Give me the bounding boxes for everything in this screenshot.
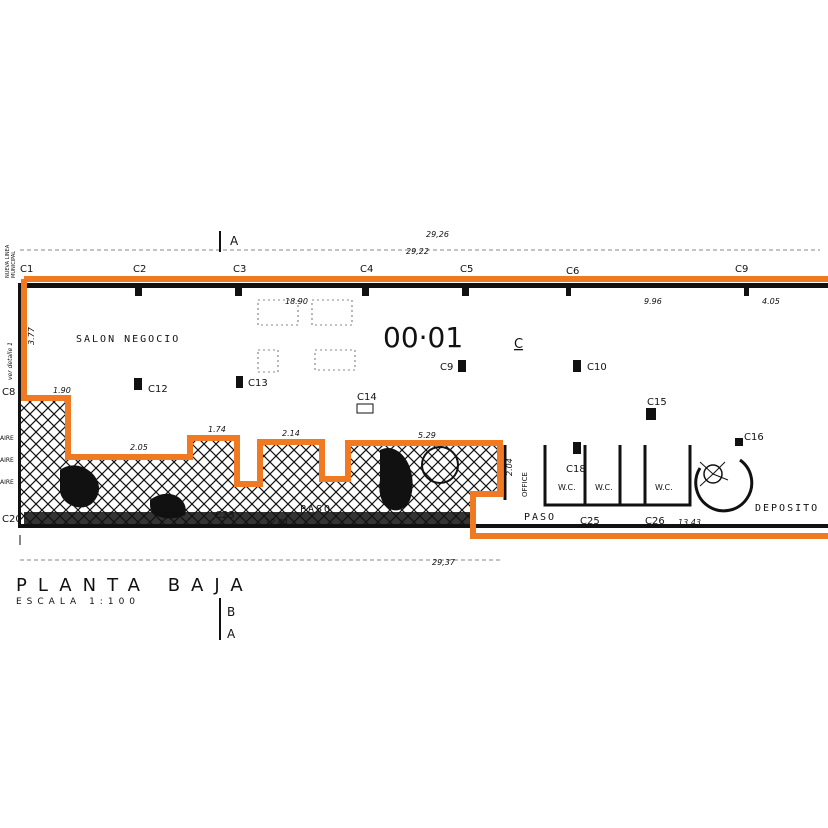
col-c23: C23 (215, 510, 235, 521)
dim-1343: 13.43 (678, 518, 701, 527)
dimension-bottom: 29,37 (19, 535, 500, 567)
col-c3: C3 (233, 264, 246, 275)
col-c25: C25 (580, 516, 600, 527)
col-c5: C5 (460, 264, 473, 275)
section-label-b: B (227, 605, 235, 619)
dim-214: 2.14 (282, 429, 300, 438)
building-walls (18, 283, 828, 528)
col-c2: C2 (133, 264, 146, 275)
col-c18: C18 (566, 464, 586, 475)
dim-205: 2.05 (130, 443, 148, 452)
section-label-a: A (230, 234, 239, 248)
room-paso-right: PASO (524, 512, 556, 523)
room-deposito: DEPOSITO (755, 503, 819, 514)
section-mark-bottom: B A (219, 598, 236, 641)
dim-overall-top-2: 29,22 (406, 247, 429, 256)
col-c14: C14 (357, 392, 377, 403)
dim-190: 1.90 (53, 386, 71, 395)
title-planta-baja: PLANTA BAJA (16, 575, 254, 596)
col-c10: C10 (587, 362, 607, 373)
dim-174: 1.74 (208, 425, 226, 434)
note-aire-1: AIRE (0, 435, 14, 442)
dim-overall-bottom: 29,37 (432, 558, 456, 567)
unit-outline-highlight (21, 276, 828, 539)
inner-dimensions: 18.90 9.96 4.05 3.77 1.90 1.74 2.05 2.14… (27, 297, 780, 527)
dim-204: 2.04 (505, 458, 514, 476)
room-office: OFFICE (521, 472, 529, 497)
hatched-patio (21, 400, 498, 524)
dashed-hints (257, 299, 356, 373)
dim-529: 5.29 (418, 431, 436, 440)
note-municipal: MUNICIPAL (11, 251, 17, 278)
column-markers (134, 288, 749, 454)
plan-title: PLANTA BAJA ESCALA 1:100 (16, 575, 254, 607)
note-aire-3: AIRE (0, 479, 14, 486)
note-linea: NUEVA LINEA (5, 244, 11, 278)
col-c6: C6 (566, 266, 579, 277)
rooms-right (503, 445, 754, 513)
room-paso-left: PASO (300, 504, 332, 515)
column-labels: C1 C2 C3 C4 C5 C6 C9 C8 C9 C10 C12 C13 C… (2, 264, 764, 527)
title-scale: ESCALA 1:100 (16, 597, 140, 607)
dim-1264: 12.64 (265, 518, 288, 527)
left-notes: NUEVA LINEA MUNICIPAL ver detalle 1 AIRE… (0, 244, 17, 486)
col-c16: C16 (744, 432, 764, 443)
col-c12: C12 (148, 384, 168, 395)
unit-code: 00·01 (383, 321, 463, 354)
room-wc-2: W.C. (595, 483, 613, 492)
room-wc-3: W.C. (655, 483, 673, 492)
note-detalle: ver detalle 1 (7, 342, 14, 380)
dim-overall-top-1: 29,26 (426, 230, 449, 239)
col-c1: C1 (20, 264, 33, 275)
col-c15: C15 (647, 397, 667, 408)
dim-377: 3.77 (27, 326, 36, 345)
room-wc-1: W.C. (558, 483, 576, 492)
col-c13: C13 (248, 378, 268, 389)
dim-405: 4.05 (762, 297, 780, 306)
note-aire-2: AIRE (0, 457, 14, 464)
room-salon-negocio: SALON NEGOCIO (76, 334, 180, 345)
dim-996: 9.96 (644, 297, 662, 306)
dim-1890: 18.90 (285, 297, 308, 306)
col-c26: C26 (645, 516, 665, 527)
dimension-top: 29,26 29,22 (20, 230, 820, 256)
section-mark-top: A (219, 231, 239, 252)
col-c8: C8 (2, 387, 15, 398)
col-c9: C9 (440, 362, 453, 373)
col-c7: C9 (735, 264, 748, 275)
col-c20: C20 (2, 514, 22, 525)
room-labels: SALON NEGOCIO 00·01 C PASO PASO OFFICE W… (76, 321, 819, 523)
col-c4: C4 (360, 264, 373, 275)
section-label-a-bottom: A (227, 627, 236, 641)
unit-letter: C (514, 337, 523, 352)
